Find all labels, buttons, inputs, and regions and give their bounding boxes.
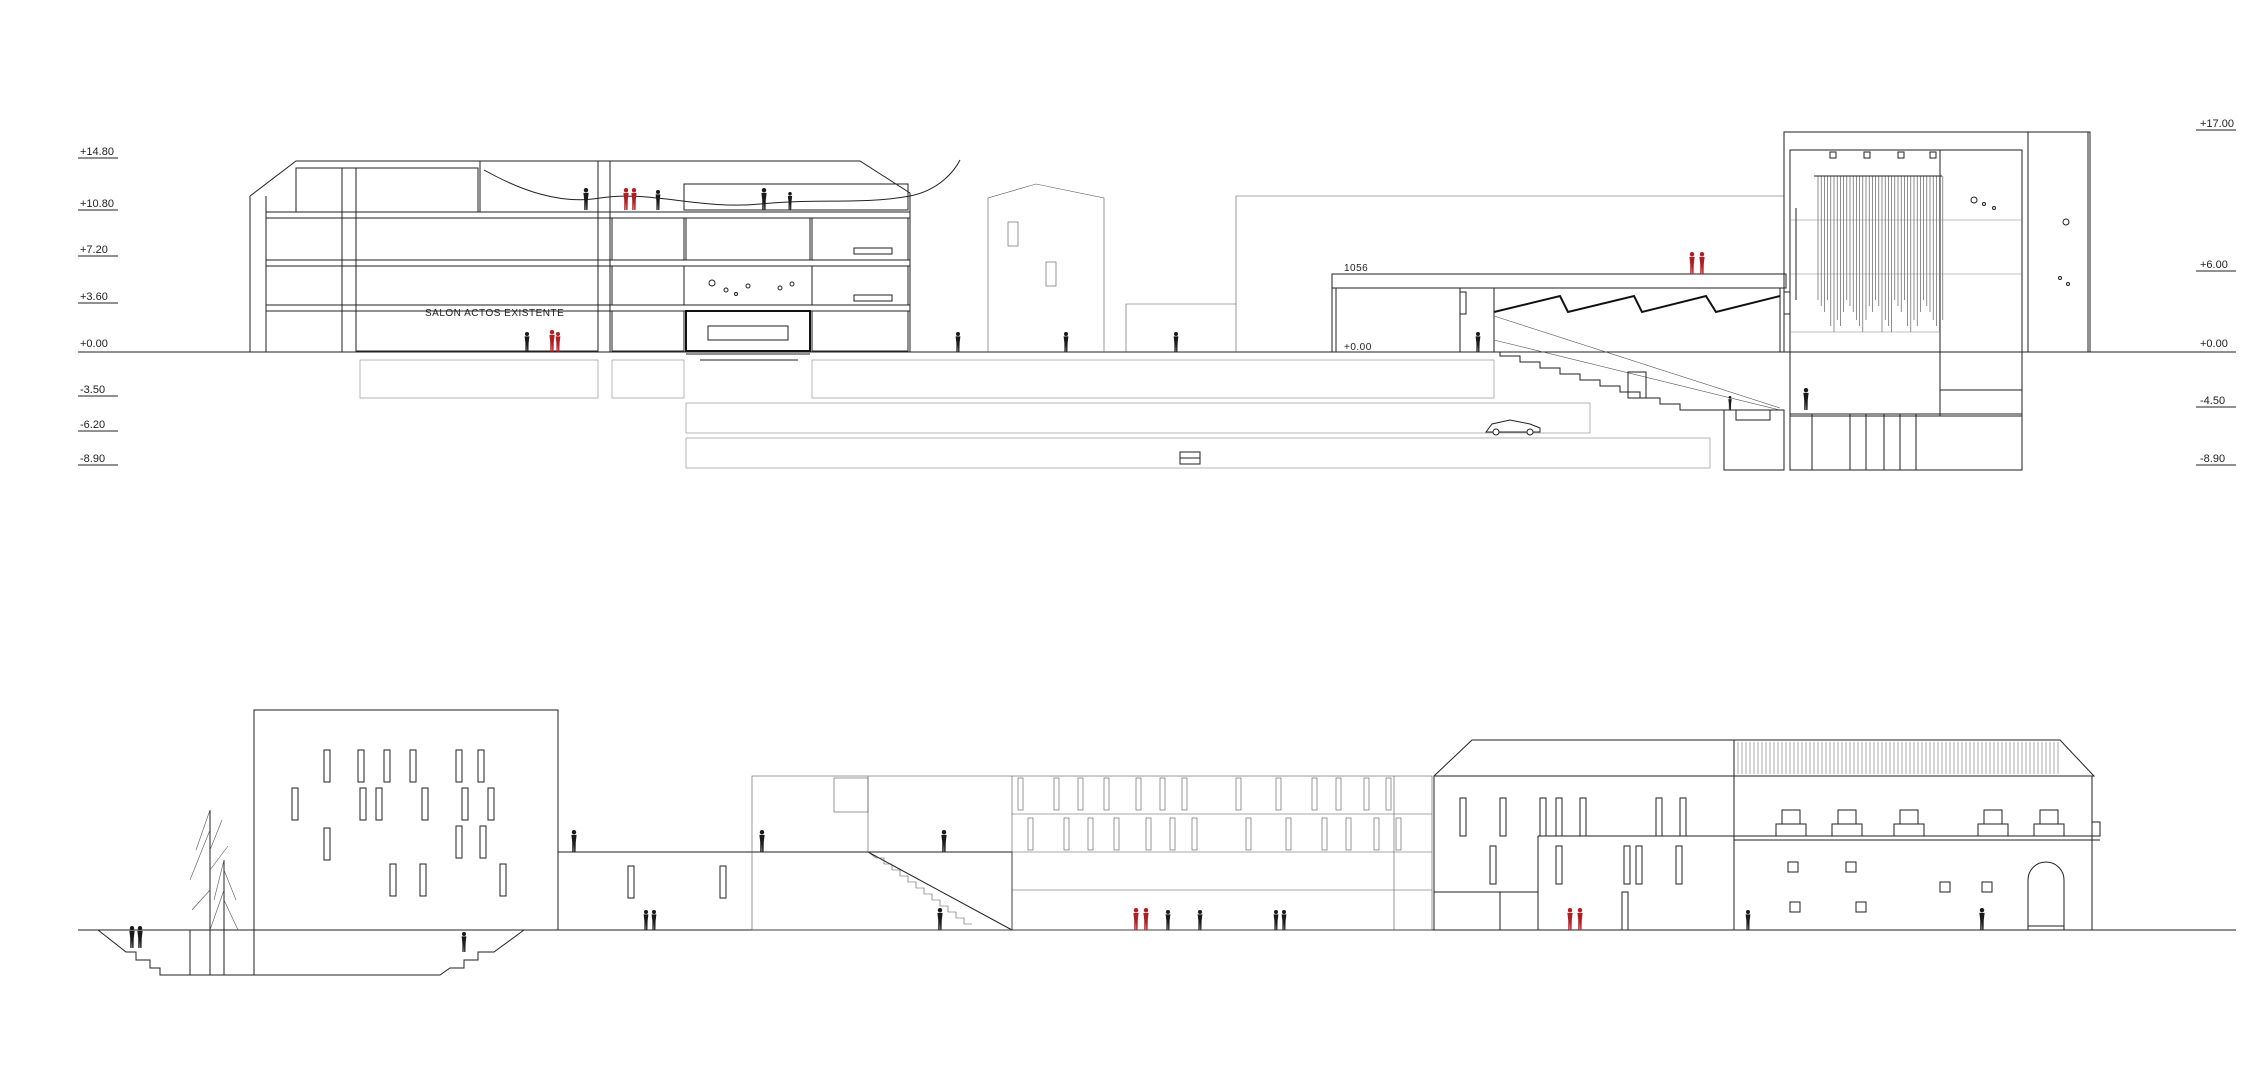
tower-outline (987, 183, 1784, 352)
room-label: SALON ACTOS EXISTENTE (425, 308, 564, 319)
level-label: +10.80 (80, 198, 114, 210)
level-label: +17.00 (2200, 118, 2234, 130)
person-figure (655, 190, 661, 210)
new-building-section: 1056 +0.00 (1331, 131, 2091, 471)
building-elevation (78, 709, 2236, 976)
person-figure-red (1133, 908, 1139, 930)
person-figure (955, 332, 961, 352)
person-figure-red (1143, 908, 1149, 930)
person-figure (787, 192, 793, 210)
person-figure (937, 908, 943, 930)
person-figure (643, 910, 649, 930)
person-figure (129, 926, 135, 948)
person-figure-red (1577, 908, 1583, 930)
spot-label-floor: +0.00 (1344, 342, 1372, 353)
level-label: -8.90 (2200, 453, 2225, 465)
person-figure-red (549, 330, 555, 352)
tree-icon (189, 809, 239, 975)
level-label: -3.50 (80, 384, 105, 396)
person-figure (583, 188, 589, 210)
level-markers-right: +17.00 +6.00 +0.00 -4.50 -8.90 (2196, 118, 2236, 466)
historic-building (1433, 739, 1735, 931)
person-figure (461, 932, 467, 952)
ceiling-lamps (708, 279, 795, 296)
car-icon (1485, 419, 1541, 436)
level-label: +0.00 (80, 338, 108, 350)
people-figures (129, 830, 1985, 952)
person-figure (759, 830, 765, 852)
person-figure (1281, 910, 1287, 930)
person-figure-red (1567, 908, 1573, 930)
person-figure (1979, 908, 1985, 930)
person-figure (1803, 388, 1809, 410)
person-figure (651, 910, 657, 930)
level-label: +3.60 (80, 291, 108, 303)
person-figure (524, 332, 530, 352)
building-section: +14.80 +10.80 +7.20 +3.60 +0.00 -3.50 -6… (78, 118, 2236, 471)
cube-building (253, 709, 559, 931)
person-figure (1197, 910, 1203, 930)
person-figure-red (555, 332, 561, 352)
person-figure (941, 830, 947, 852)
spot-label-top: 1056 (1344, 263, 1368, 274)
level-label: -4.50 (2200, 395, 2225, 407)
person-figure (571, 830, 577, 852)
person-figure (1273, 910, 1279, 930)
person-figure (1165, 910, 1171, 930)
person-figure (1173, 332, 1179, 352)
seats-icon (853, 247, 893, 302)
person-figure (137, 926, 143, 948)
person-figure-red (1699, 252, 1705, 274)
people-figures (524, 188, 1809, 410)
person-figure-red (631, 188, 637, 210)
person-figure (1728, 396, 1732, 410)
basement-outlines (359, 359, 1711, 469)
person-figure-red (623, 188, 629, 210)
level-label: +14.80 (80, 146, 114, 158)
level-label: +6.00 (2200, 259, 2228, 271)
cube-windows (291, 749, 507, 897)
level-label: -6.20 (80, 419, 105, 431)
level-label: +0.00 (2200, 338, 2228, 350)
person-figure (761, 188, 767, 210)
existing-building-section: SALON ACTOS EXISTENTE (249, 159, 961, 361)
level-label: +7.20 (80, 244, 108, 256)
car-icon (1179, 451, 1201, 465)
person-figure (1475, 332, 1481, 352)
level-label: -8.90 (80, 453, 105, 465)
level-markers-left: +14.80 +10.80 +7.20 +3.60 +0.00 -3.50 -6… (78, 146, 118, 466)
palace-building (1733, 739, 2101, 931)
stage-curtains (1814, 175, 1944, 332)
person-figure (1745, 910, 1751, 930)
person-figure (1063, 332, 1069, 352)
person-figure-red (1689, 252, 1695, 274)
background-building (751, 775, 1433, 931)
